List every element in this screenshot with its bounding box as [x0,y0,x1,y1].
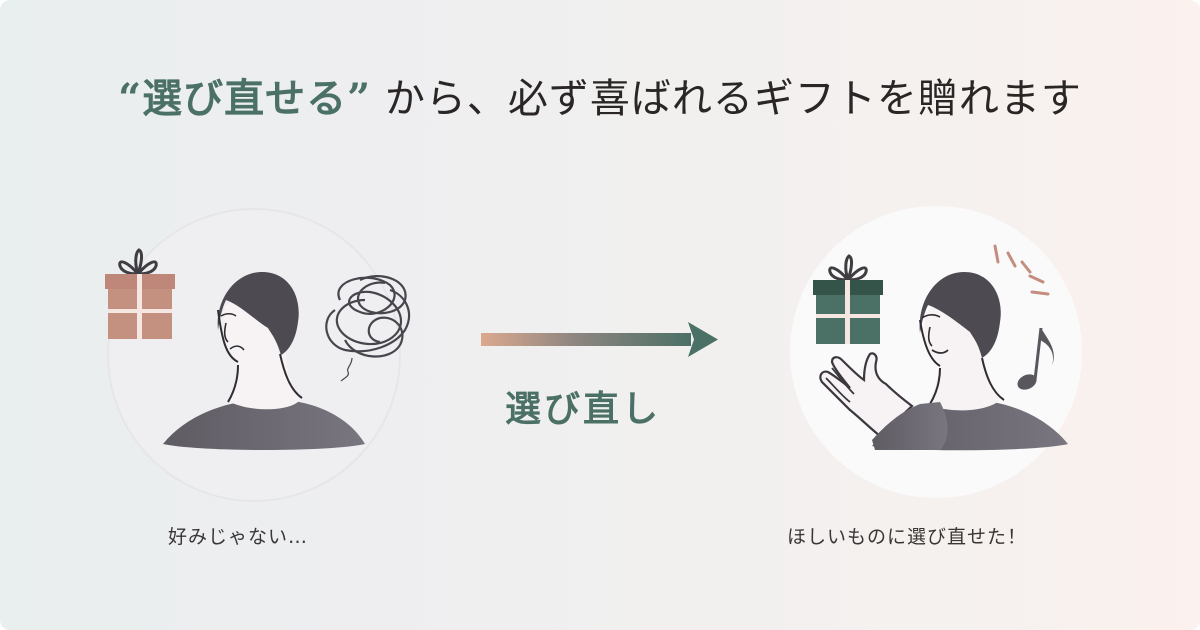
headline-accent-open-quote: “ [118,75,143,122]
sad-person-illustration [163,272,365,450]
tangled-thought-icon [325,275,411,382]
music-note-icon [1017,327,1054,390]
gift-box-icon [813,254,883,344]
sparkle-lines-icon [993,244,1050,296]
after-caption: ほしいものに選び直せた！ [787,526,1028,548]
headline-accent-close-quote: ” [347,75,372,122]
arrow-right-icon [481,322,718,357]
headline: “選び直せる” から、必ず喜ばれるギフトを贈れます [0,66,1200,124]
before-caption: 好みじゃない… [168,526,309,548]
headline-rest: から、必ず喜ばれるギフトを贈れます [371,76,1082,122]
reselect-label: 選び直し [505,389,662,430]
gift-box-icon [105,248,175,339]
clapping-hands-icon [819,352,948,450]
headline-accent: 選び直せる [142,75,348,122]
